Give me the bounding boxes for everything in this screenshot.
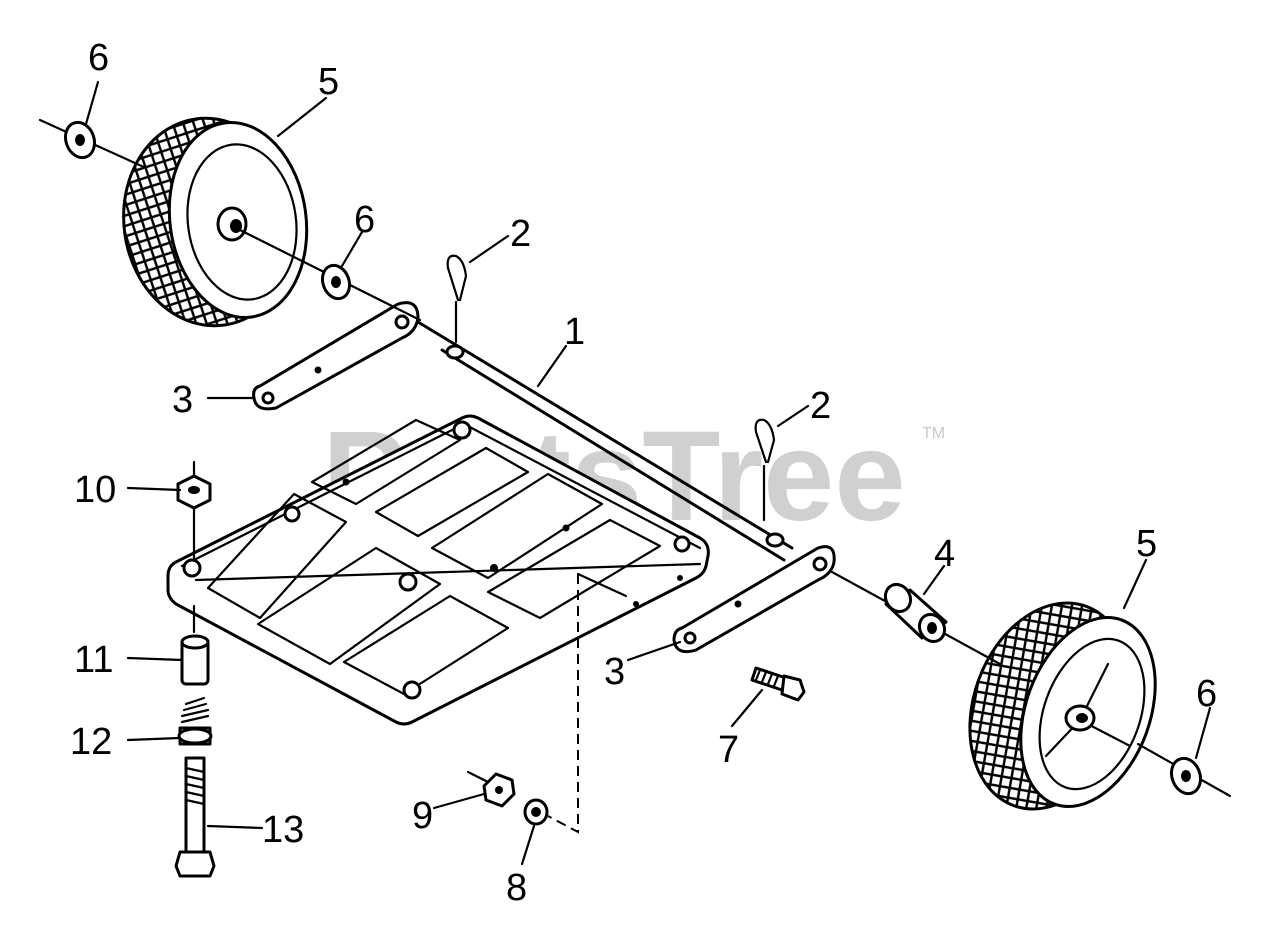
callout-8: 8 bbox=[506, 867, 527, 909]
callout-3-right: 3 bbox=[604, 651, 625, 693]
axle-bracket-left bbox=[252, 301, 420, 411]
callout-12: 12 bbox=[70, 721, 112, 763]
callout-13: 13 bbox=[262, 809, 304, 851]
callout-2-left: 2 bbox=[510, 213, 531, 255]
callout-11: 11 bbox=[74, 639, 113, 681]
callout-2-right: 2 bbox=[810, 385, 831, 427]
callout-9: 9 bbox=[412, 795, 433, 837]
wheel-left bbox=[122, 116, 309, 328]
callout-3-left: 3 bbox=[172, 379, 193, 421]
washer-mid-left bbox=[320, 263, 352, 301]
callout-4: 4 bbox=[934, 533, 955, 575]
axle-rod bbox=[416, 320, 794, 562]
spacer-bushing bbox=[180, 634, 210, 686]
callout-6-mid-left: 6 bbox=[354, 199, 375, 241]
callout-6-top-left: 6 bbox=[88, 37, 109, 79]
callout-1: 1 bbox=[564, 311, 585, 353]
assembly-dashed-line bbox=[547, 574, 579, 834]
callout-5-right: 5 bbox=[1136, 523, 1157, 565]
callout-6-right: 6 bbox=[1196, 673, 1217, 715]
carriage-bolt bbox=[750, 666, 806, 702]
axle-bracket-right bbox=[672, 545, 836, 654]
hex-nut bbox=[466, 770, 516, 808]
wheel-right bbox=[968, 601, 1157, 811]
hex-nut-top bbox=[176, 460, 212, 510]
cotter-pin-right bbox=[754, 418, 776, 522]
spacer-sleeve bbox=[883, 582, 948, 644]
base-plate bbox=[166, 414, 710, 726]
callout-5-left: 5 bbox=[318, 61, 339, 103]
washer-right bbox=[1169, 756, 1203, 796]
lock-nut bbox=[523, 798, 549, 826]
watermark-trademark: TM bbox=[922, 425, 945, 442]
leader-lines bbox=[84, 80, 1212, 866]
washer-top-left bbox=[63, 120, 97, 160]
compression-spring bbox=[177, 696, 213, 746]
cotter-pin-left bbox=[446, 254, 468, 344]
callout-10: 10 bbox=[74, 469, 116, 511]
callout-7: 7 bbox=[718, 729, 739, 771]
shoulder-bolt bbox=[174, 756, 216, 878]
